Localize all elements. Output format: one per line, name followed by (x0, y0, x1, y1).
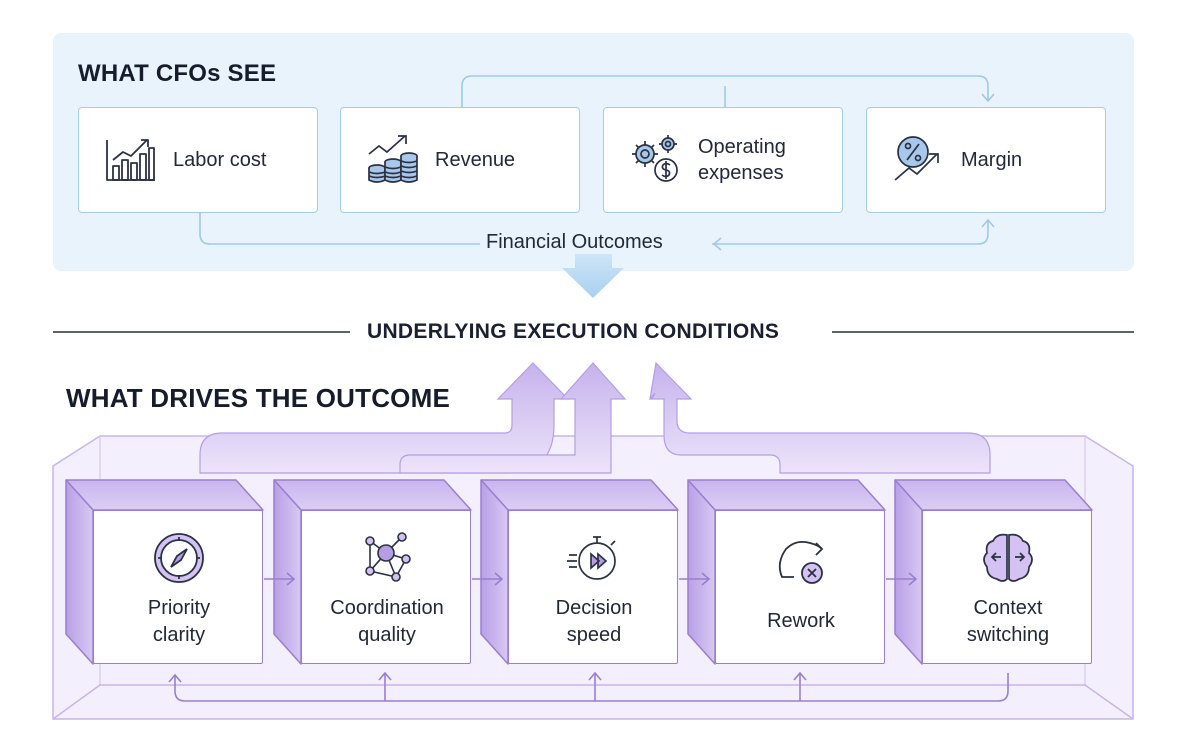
cube-side-face (894, 479, 923, 665)
compass-icon (150, 529, 208, 587)
card-label: Operating expenses (698, 136, 786, 184)
driver-card: Priority clarity (93, 510, 263, 664)
card-label: Labor cost (173, 149, 267, 171)
card-revenue: Revenue (340, 107, 580, 213)
cube-side-face (480, 479, 509, 665)
top-section-title: WHAT CFOs SEE (78, 60, 277, 87)
driver-label: Context switching (966, 597, 1050, 646)
top-connectors (199, 75, 995, 298)
card-label: Margin (961, 149, 1023, 171)
gears-dollar-icon (632, 135, 678, 182)
driver-card: Coordination quality (301, 510, 471, 664)
divider-title: UNDERLYING EXECUTION CONDITIONS (355, 320, 792, 344)
cube-top-face (687, 479, 886, 511)
card-labor-cost: Labor cost (78, 107, 318, 213)
card-label: Revenue (435, 149, 516, 171)
coins-growth-icon (368, 135, 418, 183)
network-icon (358, 529, 416, 587)
cube-top-face (480, 479, 679, 511)
financial-outcomes-label: Financial Outcomes (480, 231, 669, 254)
driver-label: Rework (767, 610, 835, 632)
cube-side-face (65, 479, 94, 665)
driver-card: Context switching (922, 510, 1092, 664)
card-margin: Margin (866, 107, 1106, 213)
section-divider (53, 331, 1134, 333)
down-arrow-icon (562, 252, 624, 298)
cube-top-face (273, 479, 472, 511)
driver-label: Coordination quality (330, 597, 444, 646)
bottom-section-title: WHAT DRIVES THE OUTCOME (66, 383, 450, 413)
brain-icon (979, 529, 1037, 587)
cube-side-face (687, 479, 716, 665)
percent-trend-icon (894, 136, 939, 181)
driver-card: Rework (715, 510, 885, 664)
stopwatch-icon (565, 529, 623, 587)
up-arrow-icon (648, 361, 991, 474)
rework-loop-icon (772, 533, 830, 591)
driver-card: Decision speed (508, 510, 678, 664)
driver-label: Decision speed (555, 597, 633, 646)
cube-top-face (894, 479, 1093, 511)
bar-chart-icon (106, 139, 155, 181)
card-operating-expenses: Operating expenses (603, 107, 843, 213)
cube-top-face (65, 479, 264, 511)
driver-label: Priority clarity (147, 597, 211, 646)
cube-side-face (273, 479, 302, 665)
up-arrow-icon (399, 362, 627, 474)
